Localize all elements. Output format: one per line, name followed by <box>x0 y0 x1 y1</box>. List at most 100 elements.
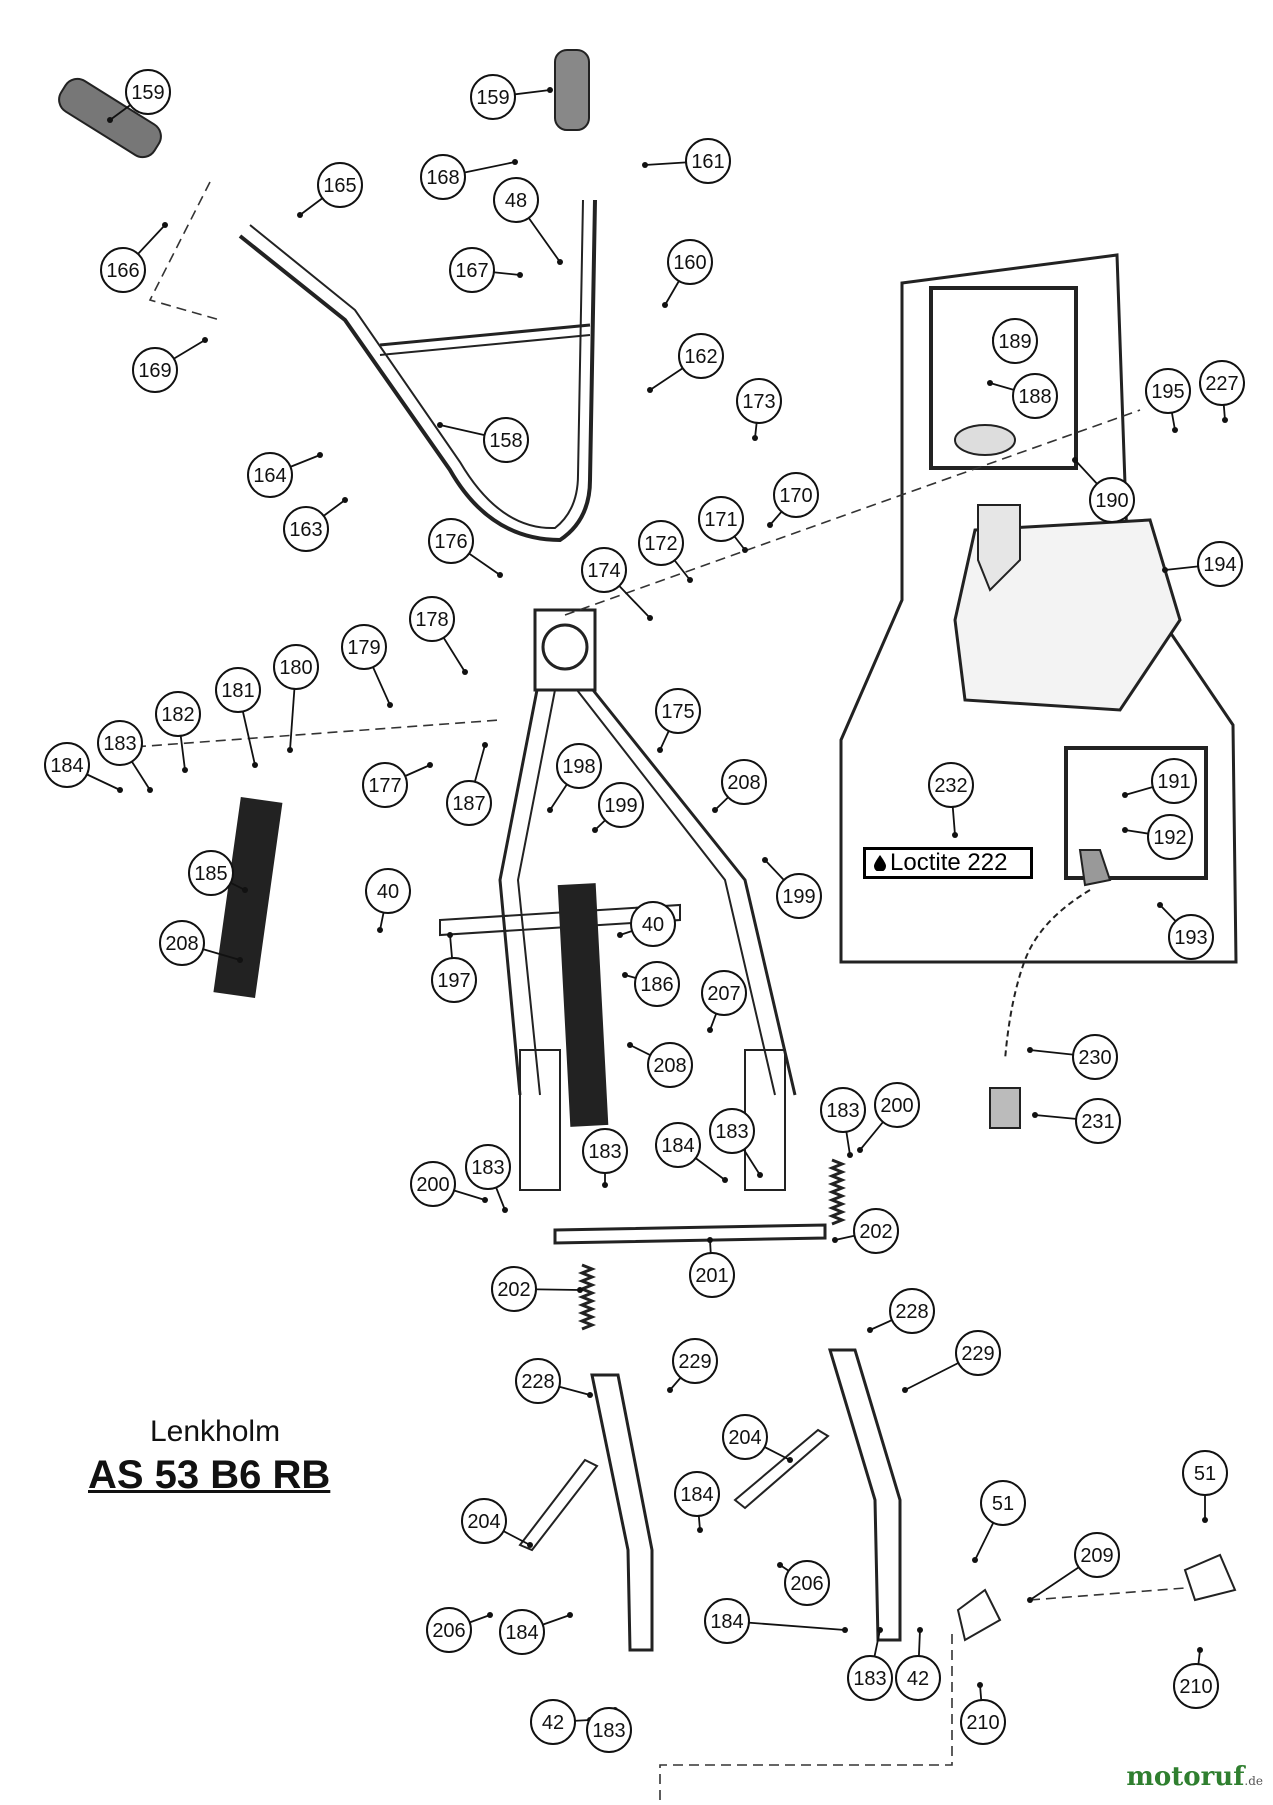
callout-number: 185 <box>194 863 227 885</box>
leader-arrow <box>497 572 503 578</box>
leader-arrow <box>762 857 768 863</box>
callout-number: 199 <box>782 886 815 908</box>
callout-circle <box>889 1288 935 1334</box>
leader-arrow <box>147 787 153 793</box>
leader-arrow <box>877 1627 883 1633</box>
callout-number: 208 <box>653 1055 686 1077</box>
callout-number: 42 <box>907 1668 929 1690</box>
callout-circle <box>409 596 455 642</box>
callout-number: 190 <box>1095 490 1128 512</box>
callout-circle <box>410 1161 456 1207</box>
leader-arrow <box>667 1387 673 1393</box>
callout-number: 180 <box>279 657 312 679</box>
leader-arrow <box>517 272 523 278</box>
callout-184: 184 <box>44 742 123 793</box>
callout-number: 177 <box>368 775 401 797</box>
callout-number: 42 <box>542 1712 564 1734</box>
callout-circle <box>44 742 90 788</box>
callout-171: 171 <box>698 496 748 553</box>
leader-arrow <box>387 702 393 708</box>
callout-circle <box>341 624 387 670</box>
callout-number: 198 <box>562 756 595 778</box>
frame-left-leg <box>498 689 539 1096</box>
callout-number: 168 <box>426 167 459 189</box>
leader-arrow <box>987 380 993 386</box>
callout-number: 210 <box>966 1712 999 1734</box>
callout-number: 165 <box>323 175 356 197</box>
callout-number: 159 <box>131 82 164 104</box>
callout-number: 184 <box>680 1484 713 1506</box>
callout-161: 161 <box>642 138 731 184</box>
callout-number: 181 <box>221 680 254 702</box>
leader-arrow <box>487 1612 493 1618</box>
leader-arrow <box>437 422 443 428</box>
callout-200: 200 <box>857 1082 920 1153</box>
callout-179: 179 <box>341 624 393 708</box>
loctite-text: Loctite 222 <box>890 849 1008 876</box>
leader-arrow <box>707 1027 713 1033</box>
callout-circle <box>655 1122 701 1168</box>
callout-circle <box>701 970 747 1016</box>
callout-51: 51 <box>1182 1450 1228 1523</box>
callout-228: 228 <box>867 1288 935 1334</box>
leader-arrow <box>1157 902 1163 908</box>
leader-arrow <box>547 807 553 813</box>
leader-arrow <box>697 1527 703 1533</box>
leader-arrow <box>842 1627 848 1633</box>
leader-arrow <box>1197 1647 1203 1653</box>
callout-187: 187 <box>446 742 492 826</box>
callout-199: 199 <box>592 782 644 833</box>
callout-number: 210 <box>1179 1676 1212 1698</box>
callout-204: 204 <box>722 1414 793 1463</box>
callout-number: 204 <box>728 1427 761 1449</box>
leader-arrow <box>1202 1517 1208 1523</box>
callout-229: 229 <box>902 1330 1001 1393</box>
callout-circle <box>784 1560 830 1606</box>
callout-number: 227 <box>1205 373 1238 395</box>
callout-174: 174 <box>581 547 653 621</box>
callout-circle <box>491 1266 537 1312</box>
leader-arrow <box>577 1287 583 1293</box>
callout-167: 167 <box>449 247 523 293</box>
leader-arrow <box>377 927 383 933</box>
callout-40: 40 <box>617 901 676 947</box>
handlebar-tube <box>238 199 597 543</box>
callout-178: 178 <box>409 596 468 675</box>
leader-arrow <box>952 832 958 838</box>
callout-circle <box>431 957 477 1003</box>
callout-circle <box>598 782 644 828</box>
callout-number: 161 <box>691 151 724 173</box>
leader-arrow <box>662 302 668 308</box>
callout-40: 40 <box>365 868 411 933</box>
callout-number: 183 <box>715 1121 748 1143</box>
fuel-tank-inset-frame <box>839 253 1238 964</box>
leader-arrow <box>1032 1112 1038 1118</box>
callout-circle <box>689 1252 735 1298</box>
leader-arrow <box>527 1542 533 1548</box>
callout-circle <box>1168 914 1214 960</box>
leader-arrow <box>867 1327 873 1333</box>
callout-159: 159 <box>470 74 553 120</box>
leader-arrow <box>642 162 648 168</box>
callout-159: 159 <box>107 69 171 123</box>
callout-circle <box>960 1699 1006 1745</box>
fuel-line <box>1004 889 1091 1061</box>
callout-166: 166 <box>100 222 168 293</box>
callout-162: 162 <box>647 333 724 393</box>
callout-circle <box>470 74 516 120</box>
callout-circle <box>672 1338 718 1384</box>
leader-arrow <box>242 887 248 893</box>
bracket-left <box>956 1588 1002 1642</box>
callout-circle <box>215 667 261 713</box>
callout-circle <box>420 154 466 200</box>
drop-icon <box>874 855 886 871</box>
leader-arrow <box>972 1557 978 1563</box>
leader-arrow <box>342 497 348 503</box>
callout-number: 182 <box>161 704 194 726</box>
callout-number: 204 <box>467 1511 500 1533</box>
callout-number: 208 <box>727 772 760 794</box>
callout-circle <box>638 520 684 566</box>
callout-circle <box>247 452 293 498</box>
callout-number: 231 <box>1081 1111 1114 1133</box>
callout-circle <box>465 1144 511 1190</box>
